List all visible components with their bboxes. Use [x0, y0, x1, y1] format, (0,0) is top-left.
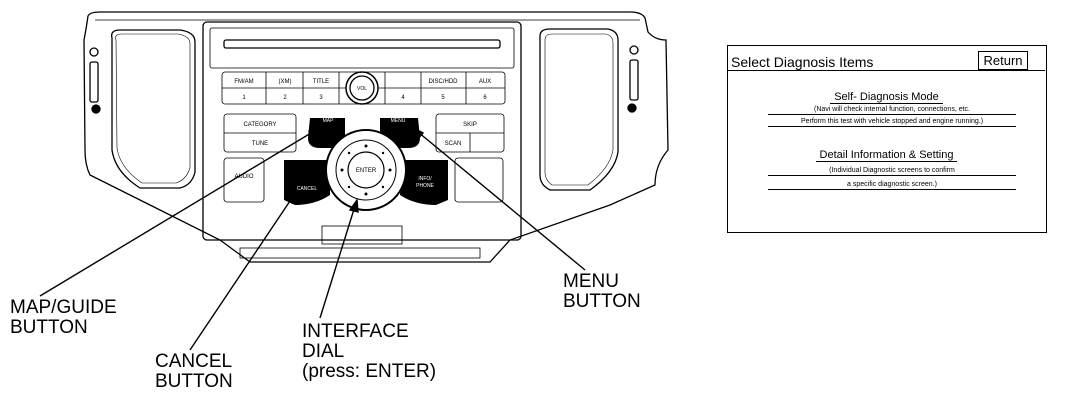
- skip-label: SKIP: [463, 122, 477, 128]
- screen-title: Select Diagnosis Items: [731, 54, 874, 70]
- tune-label: TUNE: [252, 141, 268, 147]
- menu-key-label: MENU: [391, 118, 406, 124]
- callout-line: BUTTON: [10, 317, 88, 338]
- diagnosis-screen: Select Diagnosis Items Return Self- Diag…: [727, 45, 1047, 233]
- cancel-key-label: CANCEL: [297, 186, 318, 192]
- right-vent: [539, 28, 619, 191]
- enter-button[interactable]: [347, 151, 385, 189]
- item-description: (Individual Diagnostic screens to confir…: [768, 167, 1016, 176]
- vol-label: VOL: [357, 86, 367, 92]
- preset-number: 3: [319, 95, 323, 101]
- callout-line: MAP/GUIDE: [10, 297, 117, 318]
- preset-number: 6: [483, 95, 487, 101]
- scan-label: SCAN: [445, 141, 462, 147]
- right-screw: [629, 45, 639, 55]
- category-label: CATEGORY: [243, 122, 276, 128]
- preset-number: 5: [441, 95, 445, 101]
- return-button[interactable]: Return: [978, 51, 1028, 70]
- detail-information-item[interactable]: Detail Information & Setting: [728, 149, 1045, 162]
- left-screw: [89, 47, 99, 57]
- enter-label: ENTER: [356, 168, 377, 174]
- leader-dial: [319, 205, 356, 319]
- map-key-label: MAP: [323, 118, 335, 124]
- info-key-label: INFO/: [418, 176, 432, 182]
- leader-menu: [417, 131, 586, 271]
- map-guide-callout: MAP/GUIDE BUTTON: [10, 298, 117, 338]
- interface-dial-callout: INTERFACE DIAL (press: ENTER): [302, 322, 436, 382]
- preset-label: DISC/HDD: [428, 79, 458, 85]
- preset-number: 4: [401, 95, 405, 101]
- preset-label: FM/AM: [234, 79, 253, 85]
- callout-line: CANCEL: [155, 351, 233, 372]
- callout-line: DIAL: [302, 341, 345, 362]
- preset-label: TITLE: [313, 79, 329, 85]
- cancel-callout: CANCEL BUTTON: [155, 352, 233, 392]
- disc-slot: [223, 39, 501, 49]
- audio-label: AUDIO: [234, 174, 253, 180]
- callout-line: MENU: [563, 271, 619, 292]
- left-vent: [111, 29, 196, 189]
- preset-label: (XM): [279, 79, 292, 85]
- phone-key-label: PHONE: [416, 183, 434, 189]
- map-guide-key[interactable]: [308, 118, 345, 148]
- preset-number: 2: [283, 95, 287, 101]
- volume-knob[interactable]: [345, 71, 379, 105]
- dashboard-bezel: [83, 11, 669, 263]
- preset-number: 1: [242, 95, 246, 101]
- leader-map-guide: [39, 129, 317, 297]
- title-divider: [728, 70, 1045, 71]
- item-description: a specific diagnostic screen.): [768, 181, 1016, 190]
- item-title: Detail Information & Setting: [815, 149, 958, 162]
- menu-callout: MENU BUTTON: [563, 272, 641, 312]
- callout-line: INTERFACE: [302, 321, 409, 342]
- preset-label: AUX: [479, 79, 491, 85]
- self-diagnosis-item[interactable]: Self- Diagnosis Mode: [728, 91, 1045, 104]
- bottom-slot: [321, 225, 403, 245]
- item-title: Self- Diagnosis Mode: [830, 91, 943, 104]
- callout-line: BUTTON: [563, 291, 641, 312]
- center-panel: [202, 21, 522, 241]
- item-description: (Navi will check internal function, conn…: [768, 106, 1016, 115]
- callout-line: (press: ENTER): [302, 361, 437, 382]
- leader-cancel: [189, 197, 293, 351]
- item-description: Perform this test with vehicle stopped a…: [768, 118, 1016, 127]
- callout-line: BUTTON: [155, 371, 233, 392]
- info-phone-key[interactable]: [400, 160, 448, 205]
